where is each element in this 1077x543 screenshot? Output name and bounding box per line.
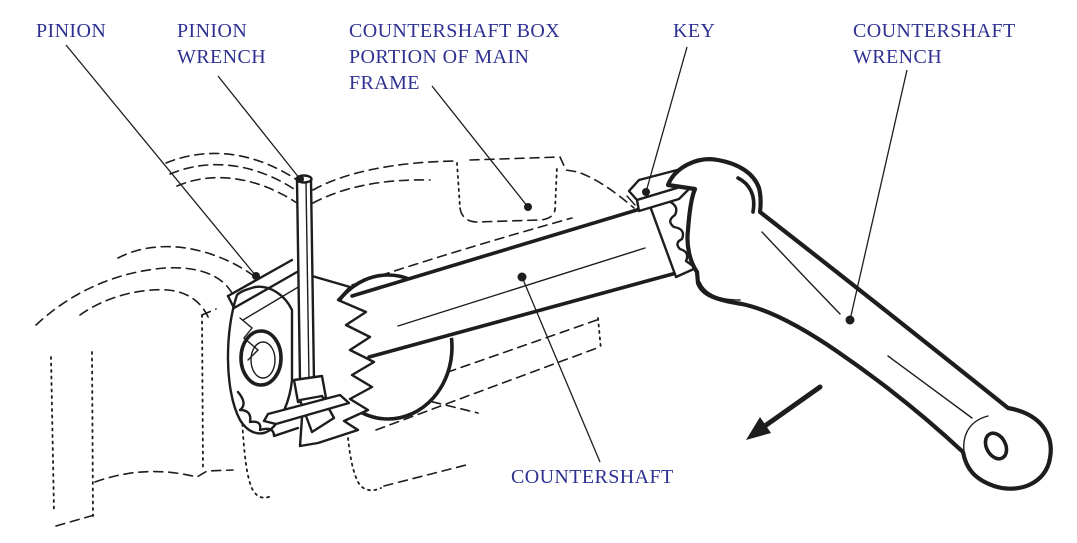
- motion-arrow: [746, 384, 823, 440]
- countershaft-wrench-tool: [665, 157, 1053, 491]
- countershaft-shaft: [350, 198, 700, 359]
- callout-countershaft-wrench-line: WRENCH: [853, 46, 943, 68]
- main-frame-phantom-outline: [35, 152, 635, 527]
- callout-countershaft-line: COUNTERSHAFT: [511, 466, 674, 488]
- leader-lines: [65, 44, 908, 463]
- callout-pinion-wrench-line: PINION: [177, 20, 248, 42]
- callout-countershaft-box-line: FRAME: [349, 72, 420, 94]
- callout-key-line: KEY: [673, 20, 716, 42]
- callout-pinion-wrench: PINION WRENCH: [177, 18, 266, 70]
- callout-countershaft-wrench: COUNTERSHAFT WRENCH: [853, 18, 1016, 70]
- callout-countershaft-box: COUNTERSHAFT BOX PORTION OF MAIN FRAME: [349, 18, 560, 96]
- callout-countershaft: COUNTERSHAFT: [511, 464, 674, 490]
- callout-countershaft-wrench-line: COUNTERSHAFT: [853, 20, 1016, 42]
- callout-pinion-line: PINION: [36, 20, 107, 42]
- callout-pinion: PINION: [36, 18, 106, 44]
- callout-key: KEY: [673, 18, 715, 44]
- callout-countershaft-box-line: PORTION OF MAIN: [349, 46, 530, 68]
- pinion-wrench-tool: [262, 174, 351, 434]
- callout-countershaft-box-line: COUNTERSHAFT BOX: [349, 20, 561, 42]
- callout-pinion-wrench-line: WRENCH: [177, 46, 267, 68]
